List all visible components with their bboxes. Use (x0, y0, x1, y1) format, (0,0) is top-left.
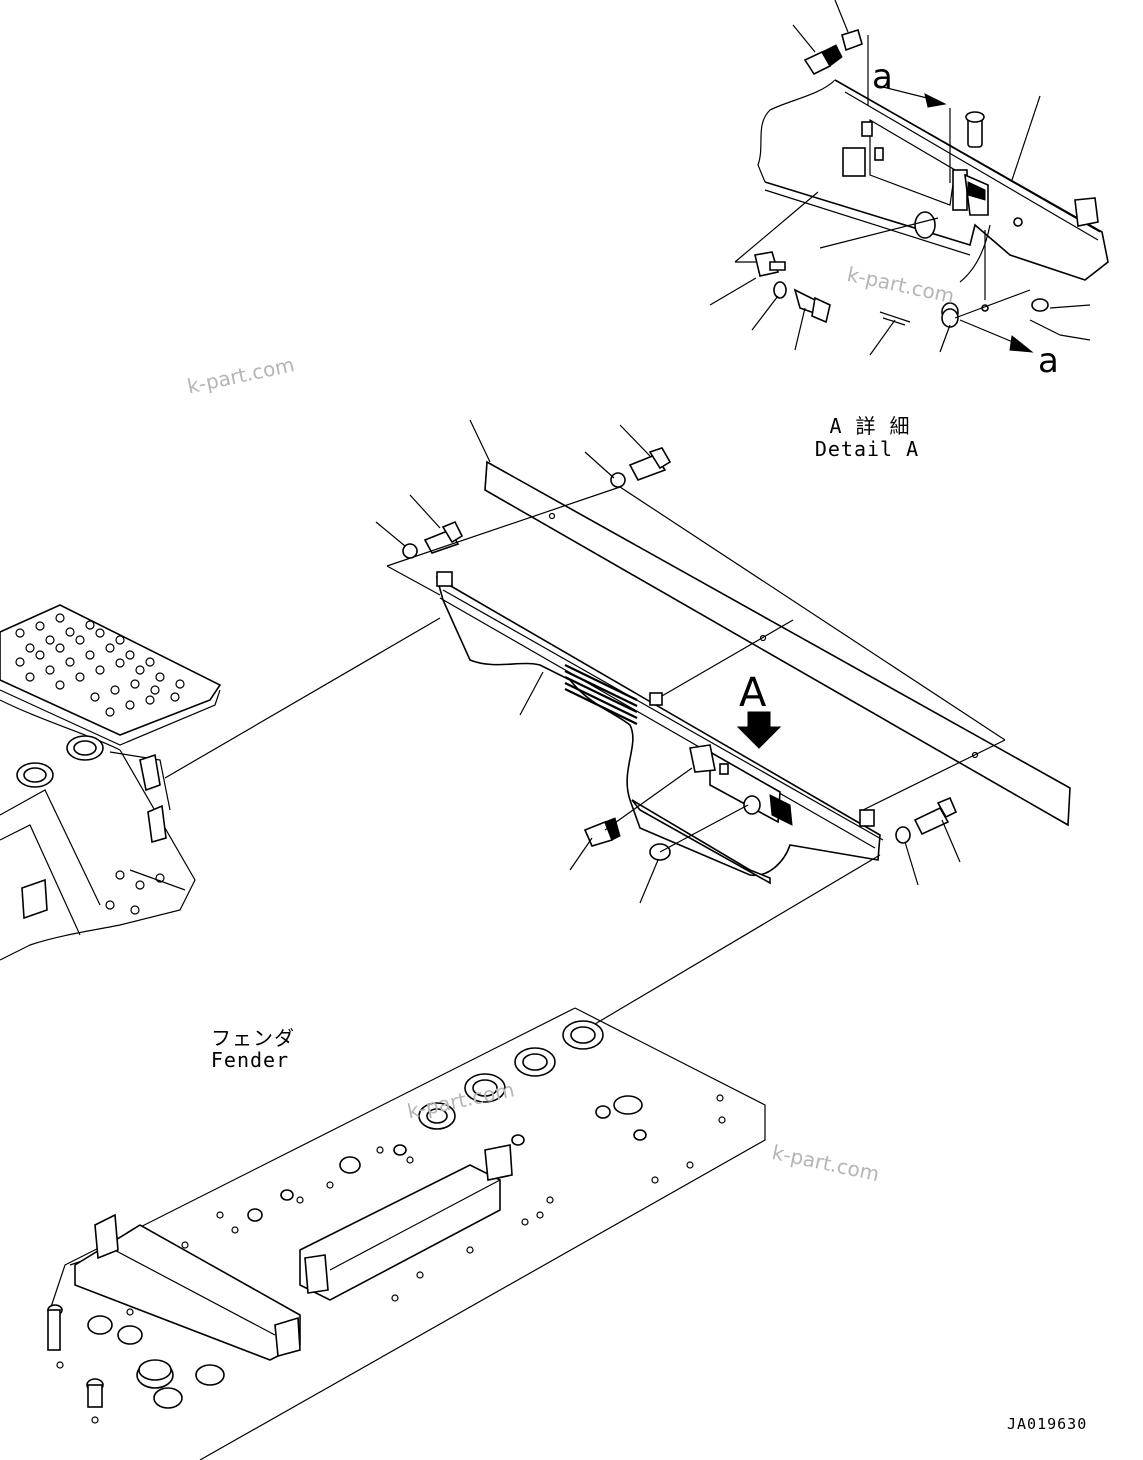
fender-label-jp: フェンダ (211, 1026, 295, 1050)
detail-a-title-jp: A 詳 細 (829, 414, 911, 438)
left-frame (0, 604, 222, 961)
view-letter-a: A (739, 670, 767, 716)
detail-a-view (709, 0, 1109, 356)
cover-assembly (164, 419, 1071, 1041)
fender (47, 1007, 766, 1460)
detail-a-title-en: Detail A (814, 437, 920, 461)
drawing-code: JA019630 (1007, 1415, 1088, 1433)
ref-letter-a-bottom: a (1038, 341, 1059, 381)
grille (564, 664, 638, 725)
ref-letter-a-top: a (872, 57, 893, 97)
fender-label-en: Fender (210, 1048, 290, 1072)
step-holes (15, 613, 185, 717)
